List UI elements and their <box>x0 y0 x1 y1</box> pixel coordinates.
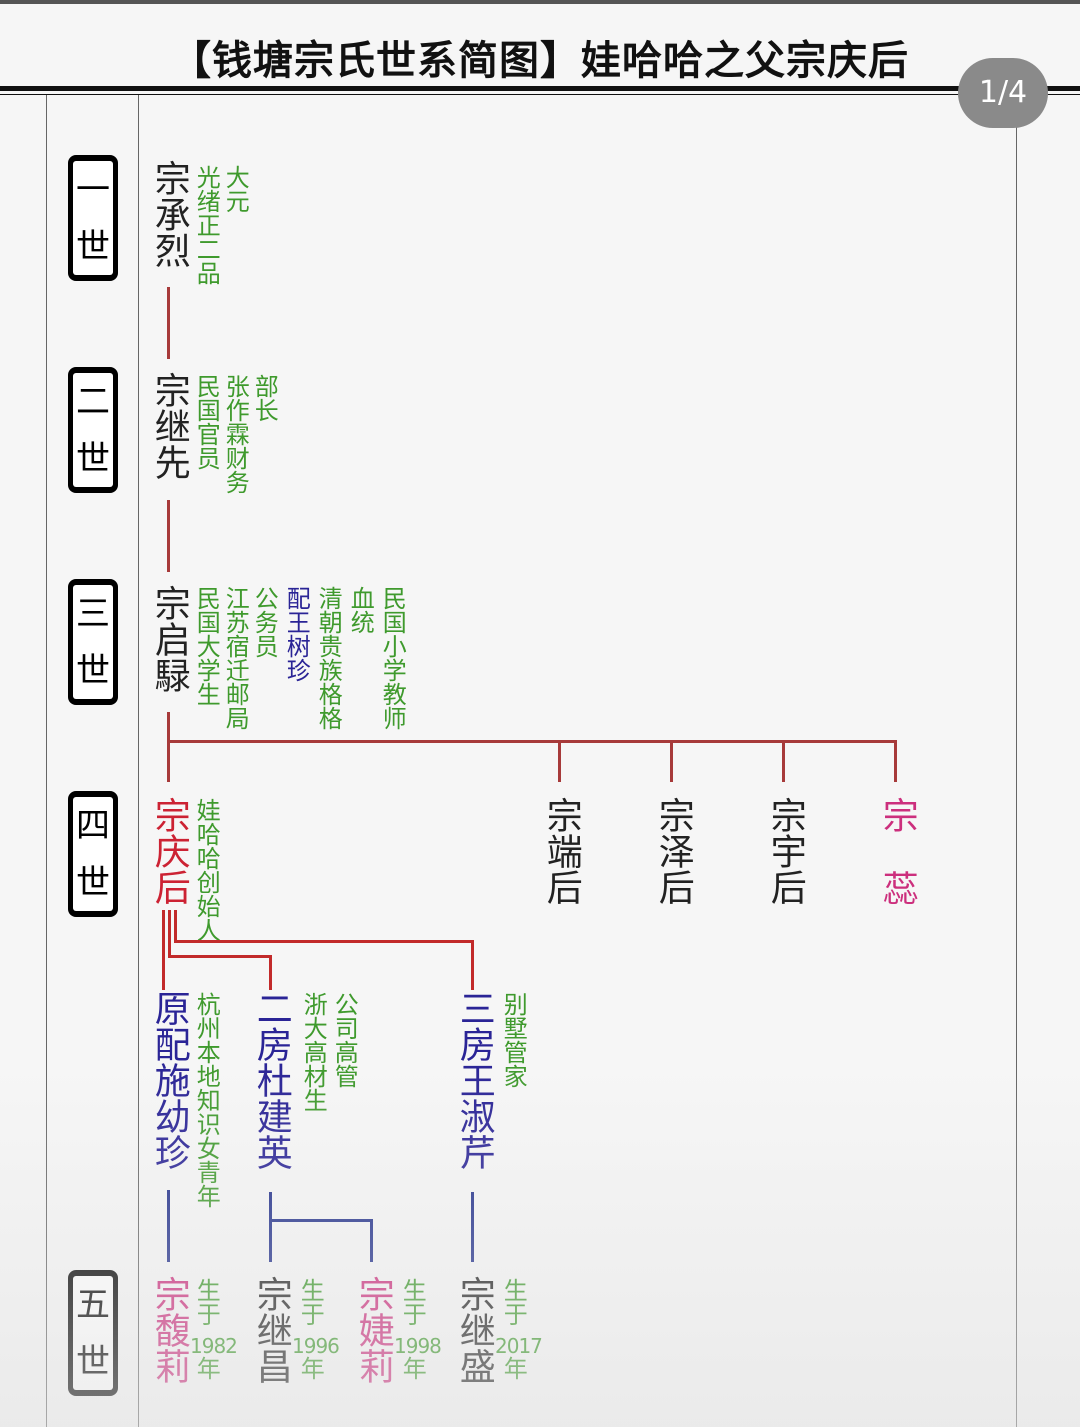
title-rule-thin <box>0 94 1080 95</box>
generation-label-5: 五世 <box>68 1270 118 1396</box>
person-gen4-sibling-1: 宗端后 <box>540 797 582 905</box>
child-4-name: 宗继盛 <box>453 1276 495 1384</box>
child-1-name: 宗馥莉 <box>148 1276 190 1384</box>
spouse-2-note-role: 公司高管 <box>330 992 359 1088</box>
spouse-2-note-education: 浙大高材生 <box>299 992 328 1112</box>
generation-number: 五 <box>76 1284 110 1325</box>
child-3-born-label: 生于 <box>398 1278 427 1326</box>
note-gen2-finance: 张作霖财务 <box>221 374 250 494</box>
person-gen4-sibling-2: 宗泽后 <box>652 797 694 905</box>
connector-gen2-gen3 <box>167 500 170 572</box>
child-4-year: 2017 <box>495 1334 543 1358</box>
connector-sibling-2 <box>670 740 673 782</box>
connector-spouse-2 <box>269 955 272 990</box>
child-1-year-suffix: 年 <box>192 1356 221 1380</box>
margin-line-inner <box>138 95 139 1427</box>
connector-child-1 <box>167 1190 170 1262</box>
spouse-2-name: 二房杜建英 <box>250 990 292 1170</box>
generation-number: 三 <box>76 593 110 634</box>
generation-number: 二 <box>76 381 110 422</box>
spouse-3-note: 别墅管家 <box>499 992 528 1088</box>
person-gen2: 宗继先 <box>148 372 190 480</box>
note-gen3-post-office: 江苏宿迁邮局 <box>221 586 250 730</box>
generation-suffix: 世 <box>76 862 110 903</box>
connector-spouse-2-drop <box>168 910 171 958</box>
top-border <box>0 0 1080 4</box>
connector-spouse-2-span <box>168 955 272 958</box>
generation-number: 四 <box>76 805 110 846</box>
spouse-1-name: 原配施幼珍 <box>148 990 190 1170</box>
generation-suffix: 世 <box>76 650 110 691</box>
child-3-year: 1998 <box>394 1334 442 1358</box>
generation-label-3: 三世 <box>68 579 118 705</box>
note-gen1-title: 大元 <box>221 165 250 213</box>
person-gen4-sibling-3: 宗宇后 <box>764 797 806 905</box>
generation-suffix: 世 <box>76 438 110 479</box>
connector-child-3 <box>370 1219 373 1262</box>
connector-child-2 <box>269 1192 272 1262</box>
note-spouse-noble: 清朝贵族格格 <box>314 586 343 730</box>
note-gen2-minister: 部长 <box>250 374 279 422</box>
connector-spouse-3 <box>471 940 474 990</box>
note-spouse-lineage: 血统 <box>346 586 375 634</box>
page-indicator[interactable]: 1/4 <box>958 58 1048 128</box>
margin-line-right <box>1016 95 1017 1427</box>
generation-suffix: 世 <box>76 226 110 267</box>
title-rule-thick <box>0 86 1080 91</box>
spouse-3-name: 三房王淑芹 <box>453 990 495 1170</box>
person-gen1: 宗承烈 <box>148 160 190 268</box>
connector-sibling-3 <box>782 740 785 782</box>
generation-suffix: 世 <box>76 1341 110 1382</box>
person-gen3: 宗启騄 <box>148 585 190 693</box>
child-2-name: 宗继昌 <box>250 1276 292 1384</box>
connector-child-2-3-span <box>269 1219 373 1222</box>
connector-gen3-trunk <box>167 712 170 782</box>
child-1-born-label: 生于 <box>192 1278 221 1326</box>
note-gen3-civil-servant: 公务员 <box>250 586 279 658</box>
note-spouse-teacher: 民国小学教师 <box>378 586 407 730</box>
child-4-year-suffix: 年 <box>499 1356 528 1380</box>
person-gen4-sister-surname: 宗 <box>876 797 918 833</box>
child-2-year: 1996 <box>292 1334 340 1358</box>
child-1-year: 1982 <box>190 1334 238 1358</box>
person-gen4-sister-given: 蕊 <box>876 870 918 906</box>
connector-child-4 <box>471 1192 474 1262</box>
person-gen4-main: 宗庆后 <box>148 797 190 905</box>
generation-number: 一 <box>76 169 110 210</box>
child-2-born-label: 生于 <box>296 1278 325 1326</box>
margin-line-left <box>46 95 47 1427</box>
generation-label-4: 四世 <box>68 791 118 917</box>
note-gen4-founder: 娃哈哈创始人 <box>192 798 221 942</box>
connector-spouse-3-span <box>174 940 474 943</box>
generation-label-1: 一世 <box>68 155 118 281</box>
note-gen1-rank: 光绪正二品 <box>192 165 221 285</box>
note-gen3-student: 民国大学生 <box>192 586 221 706</box>
note-gen2-official: 民国官员 <box>192 374 221 470</box>
page-title: 【钱塘宗氏世系简图】娃哈哈之父宗庆后 <box>171 37 909 84</box>
spouse-1-note: 杭州本地知识女青年 <box>192 992 221 1208</box>
child-3-name: 宗婕莉 <box>352 1276 394 1384</box>
child-3-year-suffix: 年 <box>398 1356 427 1380</box>
connector-sibling-4 <box>894 740 897 782</box>
connector-spouse-1 <box>162 910 165 990</box>
person-gen3-spouse: 配王树珍 <box>282 586 311 682</box>
generation-label-2: 二世 <box>68 367 118 493</box>
connector-gen4-siblings <box>167 740 897 743</box>
connector-gen1-gen2 <box>167 287 170 359</box>
child-2-year-suffix: 年 <box>296 1356 325 1380</box>
connector-spouse-3-drop <box>174 910 177 943</box>
child-4-born-label: 生于 <box>499 1278 528 1326</box>
connector-sibling-1 <box>558 740 561 782</box>
